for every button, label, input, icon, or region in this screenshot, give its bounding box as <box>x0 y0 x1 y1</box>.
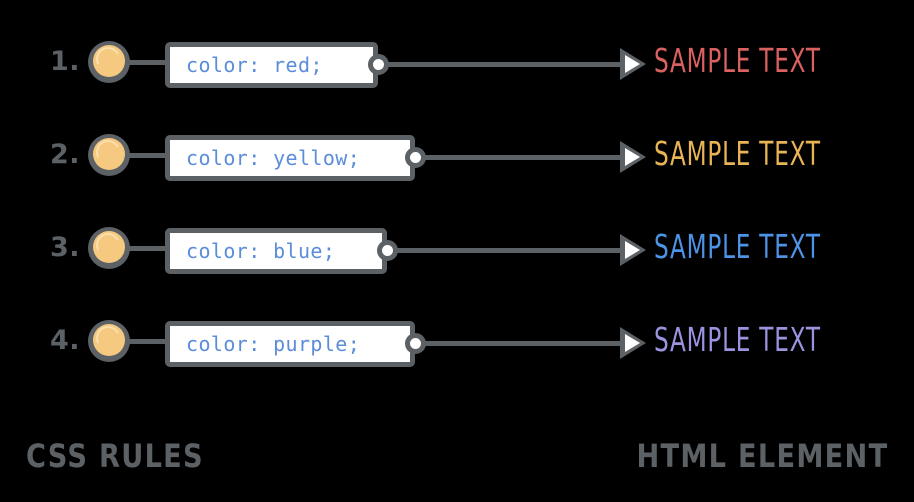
bullet-connector-stub <box>126 153 170 158</box>
bullet-connector-stub <box>126 60 170 65</box>
css-rules-caption: CSS RULES <box>26 437 204 475</box>
rule-row: 2. color: yellow; SAMPLE TEXT <box>0 113 914 207</box>
rule-number: 3. <box>49 232 80 263</box>
css-declaration-text: color: red; <box>186 53 323 77</box>
arrow-inner <box>625 334 640 352</box>
connector-wire <box>393 248 622 253</box>
rule-row: 4. color: purple; SAMPLE TEXT <box>0 299 914 393</box>
css-declaration-box[interactable]: color: purple; <box>165 321 415 367</box>
arrow-right-icon <box>620 234 646 266</box>
connector-wire <box>421 155 622 160</box>
css-declaration-text: color: blue; <box>186 239 336 263</box>
css-declaration-box[interactable]: color: blue; <box>165 228 387 274</box>
css-declaration-text: color: yellow; <box>186 146 361 170</box>
css-declaration-box[interactable]: color: yellow; <box>165 135 415 181</box>
arrow-inner <box>625 55 640 73</box>
selector-bullet-icon <box>88 41 130 83</box>
connector-wire <box>384 62 622 67</box>
rule-row: 3. color: blue; SAMPLE TEXT <box>0 206 914 300</box>
arrow-right-icon <box>620 327 646 359</box>
css-declaration-text: color: purple; <box>186 332 361 356</box>
selector-bullet-icon <box>88 134 130 176</box>
bullet-connector-stub <box>126 339 170 344</box>
bullet-connector-stub <box>126 246 170 251</box>
bullet-fill <box>93 138 125 170</box>
bullet-fill <box>93 231 125 263</box>
html-element-caption: HTML ELEMENT <box>636 437 888 475</box>
rule-number: 2. <box>49 139 80 170</box>
selector-bullet-icon <box>88 320 130 362</box>
sample-text-output: SAMPLE TEXT <box>654 227 821 266</box>
rule-row: 1. color: red; SAMPLE TEXT <box>0 20 914 114</box>
bullet-fill <box>93 45 125 77</box>
selector-bullet-icon <box>88 227 130 269</box>
sample-text-output: SAMPLE TEXT <box>654 320 821 359</box>
arrow-right-icon <box>620 141 646 173</box>
rule-number: 4. <box>49 325 80 356</box>
arrow-right-icon <box>620 48 646 80</box>
rule-number: 1. <box>49 46 80 77</box>
css-declaration-box[interactable]: color: red; <box>165 42 378 88</box>
connector-wire <box>421 341 622 346</box>
arrow-inner <box>625 148 640 166</box>
bullet-fill <box>93 324 125 356</box>
arrow-inner <box>625 241 640 259</box>
sample-text-output: SAMPLE TEXT <box>654 134 821 173</box>
sample-text-output: SAMPLE TEXT <box>654 41 821 80</box>
